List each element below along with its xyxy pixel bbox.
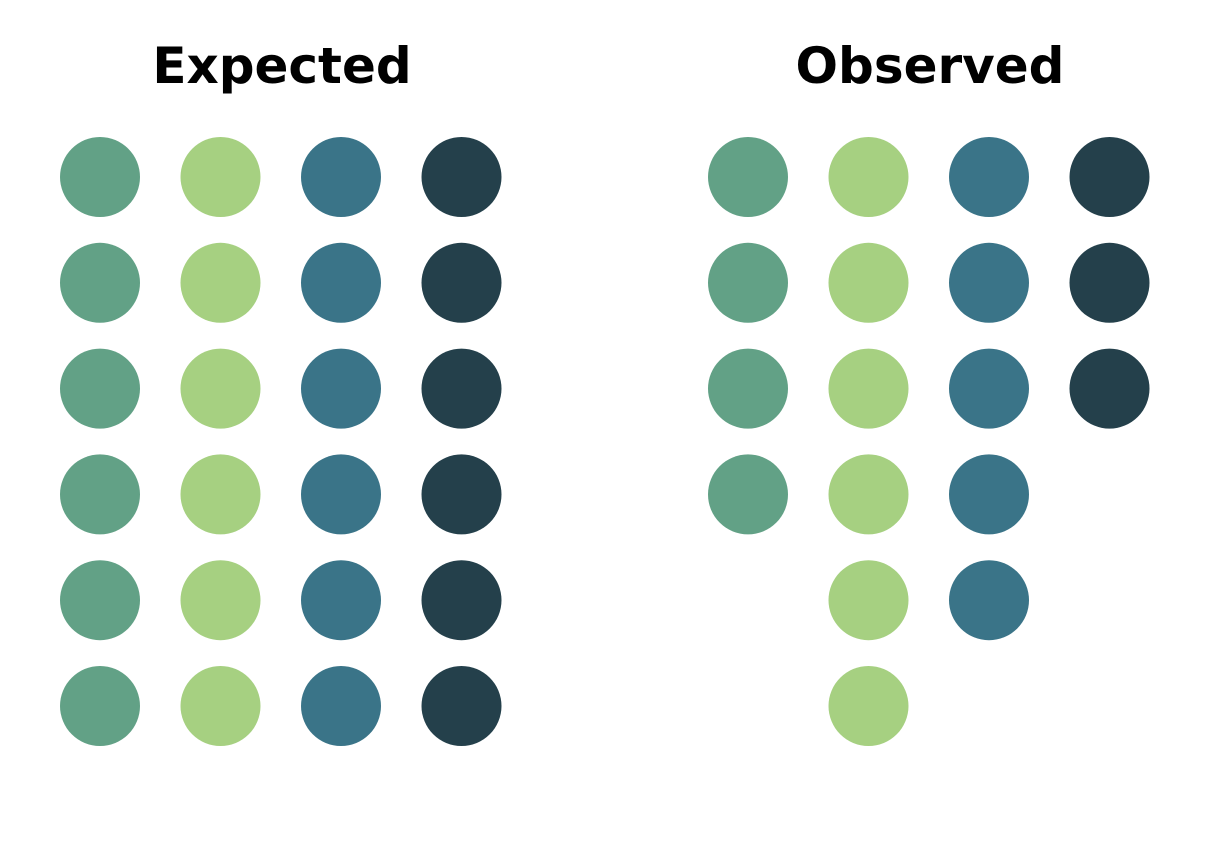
expected-dot-col2-row1: [180, 137, 261, 217]
observed-dot-col3-row2: [949, 242, 1029, 323]
expected-dot-col2-row3: [180, 348, 261, 429]
expected-dot-col4-row2: [421, 242, 502, 323]
observed-dot-col2-row4: [828, 454, 909, 535]
expected-dot-col1-row1: [60, 137, 140, 217]
expected-dot-col4-row1: [421, 137, 502, 217]
observed-dot-col1-row3: [708, 348, 788, 429]
observed-dot-col2-row5: [828, 560, 909, 641]
observed-dot-col1-row2: [708, 242, 788, 323]
observed-dot-col3-row3: [949, 348, 1029, 429]
expected-dot-col2-row2: [180, 242, 261, 323]
observed-dot-col2-row3: [828, 348, 909, 429]
expected-dot-col4-row5: [421, 560, 502, 641]
expected-title: Expected: [152, 37, 411, 95]
observed-dot-col4-row3: [1069, 348, 1150, 429]
expected-dots: [60, 137, 502, 746]
observed-title: Observed: [796, 37, 1065, 95]
expected-dot-col3-row5: [301, 560, 381, 641]
expected-dot-col4-row4: [421, 454, 502, 535]
observed-dots: [708, 137, 1150, 746]
observed-panel: Observed: [708, 37, 1150, 746]
observed-dot-col2-row2: [828, 242, 909, 323]
observed-dot-col2-row6: [828, 666, 909, 746]
expected-dot-col1-row2: [60, 242, 140, 323]
expected-dot-col3-row3: [301, 348, 381, 429]
observed-dot-col3-row4: [949, 454, 1029, 535]
expected-dot-col1-row3: [60, 348, 140, 429]
observed-dot-col1-row4: [708, 454, 788, 535]
expected-dot-col3-row6: [301, 666, 381, 746]
observed-dot-col1-row1: [708, 137, 788, 217]
expected-dot-col4-row6: [421, 666, 502, 746]
expected-dot-col3-row2: [301, 242, 381, 323]
expected-panel: Expected: [60, 37, 502, 746]
observed-dot-col4-row2: [1069, 242, 1150, 323]
observed-dot-col3-row1: [949, 137, 1029, 217]
expected-dot-col4-row3: [421, 348, 502, 429]
observed-dot-col3-row5: [949, 560, 1029, 641]
observed-dot-col2-row1: [828, 137, 909, 217]
expected-dot-col2-row6: [180, 666, 261, 746]
observed-dot-col4-row1: [1069, 137, 1150, 217]
expected-dot-col2-row5: [180, 560, 261, 641]
expected-dot-col1-row4: [60, 454, 140, 535]
expected-dot-col1-row6: [60, 666, 140, 746]
expected-dot-col3-row4: [301, 454, 381, 535]
expected-dot-col2-row4: [180, 454, 261, 535]
expected-dot-col3-row1: [301, 137, 381, 217]
expected-dot-col1-row5: [60, 560, 140, 641]
